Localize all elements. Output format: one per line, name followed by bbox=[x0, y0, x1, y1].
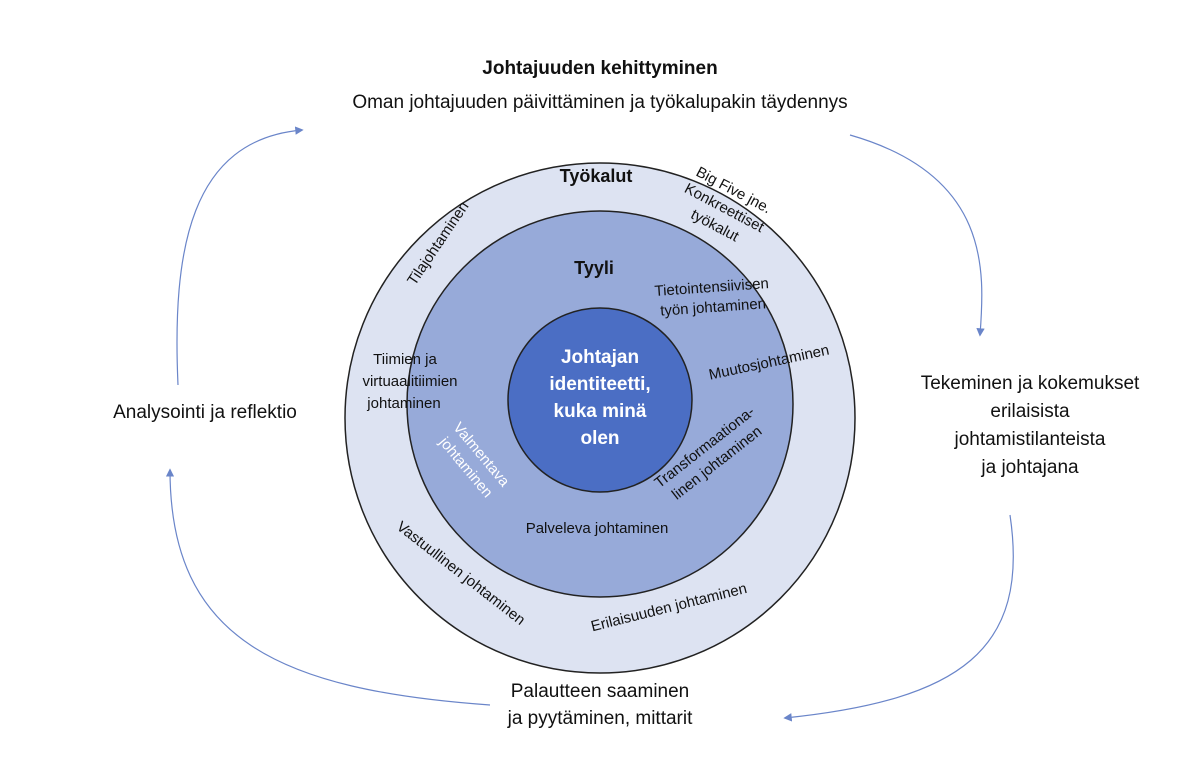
center-identity bbox=[507, 307, 693, 493]
arrow-bottom-left bbox=[165, 468, 491, 706]
center-line-4: olen bbox=[580, 428, 619, 449]
cycle-bottom-line-2: ja pyytäminen, mittarit bbox=[507, 708, 693, 729]
center-label: Johtajan identiteetti, kuka minä olen bbox=[549, 347, 650, 449]
style-title: Tyyli bbox=[574, 258, 614, 278]
tiimit-line-1: Tiimien ja bbox=[373, 351, 437, 368]
cycle-right-label: Tekeminen ja kokemukset erilaisista joht… bbox=[885, 370, 1175, 482]
cycle-bottom-line-1: Palautteen saaminen bbox=[510, 681, 690, 702]
cycle-right-line-4: ja johtajana bbox=[981, 457, 1079, 478]
arrow-right-bottom bbox=[783, 514, 1014, 722]
cycle-bottom-label: Palautteen saaminen ja pyytäminen, mitta… bbox=[440, 678, 760, 732]
tiimit-label: Tiimien ja virtuaalitiimien johtaminen bbox=[362, 351, 457, 412]
cycle-left-label: Analysointi ja reflektio bbox=[113, 402, 297, 423]
palveleva-label: Palveleva johtaminen bbox=[526, 520, 669, 537]
diagram-title: Johtajuuden kehittyminen bbox=[482, 58, 718, 79]
arrow-top-right bbox=[849, 134, 985, 337]
diagram-subtitle: Oman johtajuuden päivittäminen ja työkal… bbox=[352, 92, 848, 113]
center-line-1: Johtajan bbox=[561, 347, 639, 368]
tools-title: Työkalut bbox=[560, 166, 633, 186]
cycle-right-line-1: Tekeminen ja kokemukset bbox=[920, 373, 1140, 394]
cycle-right-line-2: erilaisista bbox=[990, 401, 1070, 422]
center-line-2: identiteetti, bbox=[549, 374, 650, 395]
arrow-left-top bbox=[176, 126, 304, 386]
tiimit-line-2: virtuaalitiimien bbox=[362, 373, 457, 390]
center-line-3: kuka minä bbox=[554, 401, 647, 422]
tiimit-line-3: johtaminen bbox=[366, 395, 440, 412]
cycle-right-line-3: johtamistilanteista bbox=[954, 429, 1106, 450]
